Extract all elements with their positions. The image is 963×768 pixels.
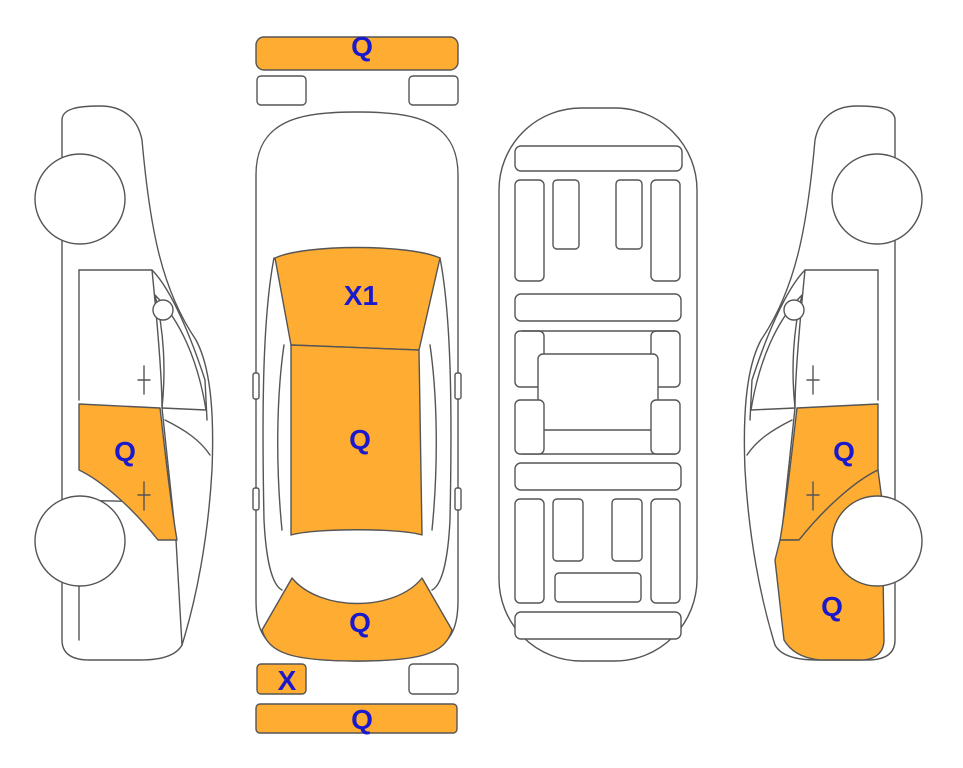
left-rear-door-code: Q <box>114 436 136 467</box>
left-window-line <box>78 269 208 421</box>
left-front-door-line <box>164 419 211 456</box>
mirror-right-rear <box>454 487 462 511</box>
bonnet-code: X1 <box>344 280 378 311</box>
right-rear-door-code: Q <box>833 436 855 467</box>
rear-left-footwell[interactable] <box>514 498 545 604</box>
left-side-mirror[interactable] <box>152 299 174 321</box>
headlight-left[interactable] <box>256 75 307 106</box>
front-right-footwell[interactable] <box>650 179 681 282</box>
right-rear-quarter-code: Q <box>821 591 843 622</box>
rear-left-seat[interactable] <box>552 498 584 562</box>
right-side-mirror[interactable] <box>783 299 805 321</box>
right-rear-wheel[interactable] <box>831 495 923 587</box>
front-left-seat[interactable] <box>552 179 580 250</box>
left-middle-sill-lower[interactable] <box>514 399 545 455</box>
rear-bumper-code: Q <box>351 704 373 735</box>
front-cross-panel[interactable] <box>514 293 682 322</box>
left-door-split <box>151 269 183 646</box>
front-left-footwell[interactable] <box>514 179 545 282</box>
damage-labels: Q X1 Q Q X Q Q Q Q <box>114 31 855 735</box>
left-front-handle[interactable] <box>137 365 151 395</box>
left-rear-door-panel[interactable] <box>78 403 178 541</box>
right-window-line <box>749 269 879 421</box>
left-a-pillar <box>154 294 207 411</box>
front-bumper-code: Q <box>351 31 373 62</box>
front-right-seat[interactable] <box>615 179 643 250</box>
left-side-window-inner <box>277 344 285 531</box>
right-door-split <box>780 269 806 541</box>
boot-lid-panel[interactable] <box>261 577 453 662</box>
rear-right-seat[interactable] <box>611 498 643 562</box>
roof-code: Q <box>349 424 371 455</box>
left-side-window-line <box>262 257 283 591</box>
left-rear-handle[interactable] <box>137 481 151 511</box>
right-rear-handle[interactable] <box>806 481 820 511</box>
middle-frame <box>521 330 676 455</box>
right-side-window-inner <box>429 344 437 531</box>
roof-panel[interactable] <box>290 344 423 536</box>
top-view <box>252 36 462 734</box>
bonnet-panel[interactable] <box>274 246 441 351</box>
right-side-view <box>743 105 923 661</box>
central-floor-panel[interactable] <box>537 353 659 431</box>
rear-light-left[interactable] <box>256 663 307 695</box>
rear-light-right[interactable] <box>408 663 459 695</box>
rear-bumper-panel[interactable] <box>255 703 458 734</box>
rear-cross-panel[interactable] <box>514 462 682 491</box>
right-middle-sill-lower[interactable] <box>650 399 681 455</box>
left-side-view <box>34 105 214 661</box>
right-front-handle[interactable] <box>806 365 820 395</box>
boot-lid-code: Q <box>349 607 371 638</box>
right-front-door-line <box>746 419 793 456</box>
left-front-wheel[interactable] <box>34 153 126 245</box>
mirror-left-rear <box>252 487 260 511</box>
front-bumper-panel[interactable] <box>255 36 459 71</box>
right-a-pillar <box>750 294 803 411</box>
rear-panel[interactable] <box>514 611 682 640</box>
mirror-left[interactable] <box>252 372 260 400</box>
front-panel[interactable] <box>514 145 683 172</box>
headlight-right[interactable] <box>408 75 459 106</box>
left-rear-wheel[interactable] <box>34 495 126 587</box>
mirror-right[interactable] <box>454 372 462 400</box>
rear-seat-bench[interactable] <box>554 572 642 603</box>
rear-right-footwell[interactable] <box>650 498 681 604</box>
right-side-window-line <box>431 257 452 591</box>
right-front-wheel[interactable] <box>831 153 923 245</box>
interior-view <box>498 107 698 662</box>
rear-light-left-code: X <box>278 665 297 696</box>
